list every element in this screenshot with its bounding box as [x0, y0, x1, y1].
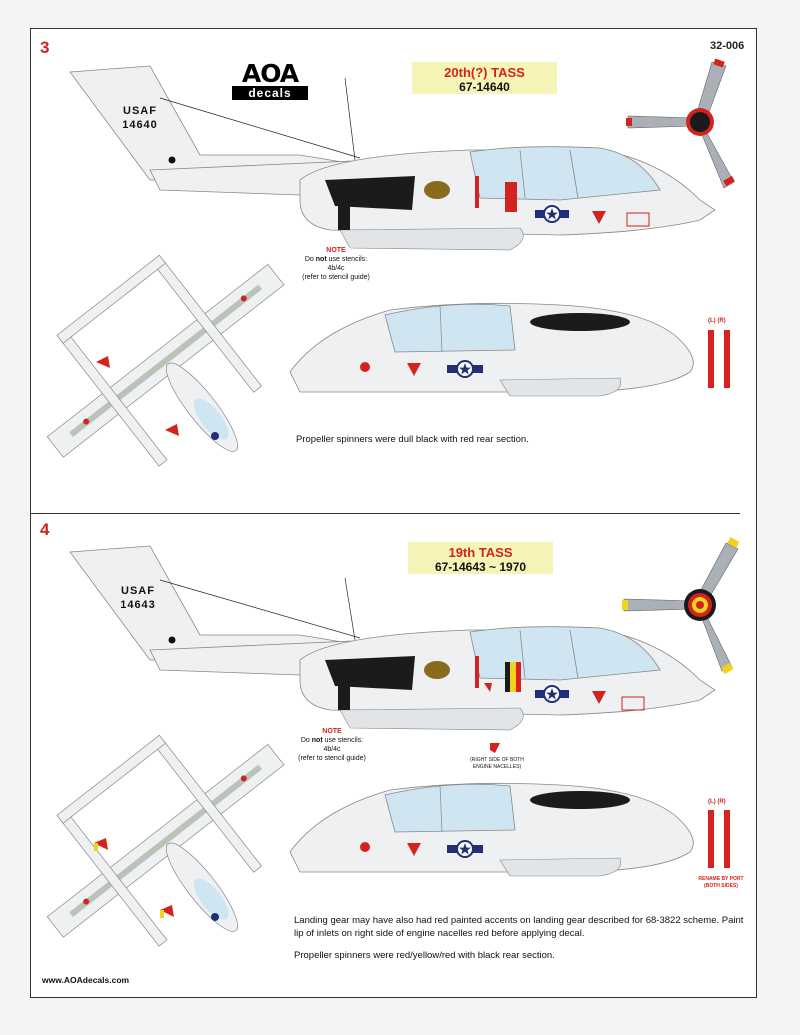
rename-label-4: RENAME BY PORT (BOTH SIDES) [690, 876, 752, 890]
scheme-3-serial: 67-14640 [459, 80, 510, 94]
nacelle-note-line1: (RIGHT SIDE OF BOTH [470, 757, 524, 763]
scheme-4-serial: 67-14643 ~ 1970 [434, 560, 527, 574]
scheme-4-banner: 19th TASS 67-14643 ~ 1970 [408, 542, 553, 574]
roundel-icon-3a [535, 205, 569, 223]
aoa-logo: AOA decals [232, 59, 308, 106]
nacelle-note: (RIGHT SIDE OF BOTH ENGINE NACELLES) [438, 757, 556, 771]
note-heading-4: NOTE [322, 728, 342, 735]
note-heading-3: NOTE [326, 247, 346, 254]
caption-3: Propeller spinners were dull black with … [296, 434, 529, 445]
note-line1-pre-4: Do [300, 737, 312, 744]
tail-marking-3: USAF 14640 [110, 104, 170, 132]
lr-label-3: (L) (R) [708, 318, 726, 324]
caption-4: Landing gear may have also had red paint… [294, 914, 744, 962]
note-line3-4: (refer to stencil guide) [298, 755, 366, 762]
tail-marking-4: USAF 14643 [108, 584, 168, 612]
note-line1-bold-3: not [315, 256, 327, 263]
tail-usaf-3: USAF [123, 105, 157, 117]
caption-4-line2: lip of inlets on right side of engine na… [294, 928, 585, 939]
scheme-4-number: 4 [40, 520, 50, 539]
note-line1-pre-3: Do [304, 256, 316, 263]
sheet-code: 32-006 [710, 40, 745, 52]
caption-4-line3: Propeller spinners were red/yellow/red w… [294, 950, 555, 961]
scheme-3-number: 3 [40, 38, 50, 57]
tail-usaf-4: USAF [121, 585, 155, 597]
scheme-3-unit: 20th(?) TASS [444, 65, 525, 80]
tail-number-4: 14643 [120, 599, 156, 611]
stencil-note-4: NOTE Do not use stencils: 4b/4c (refer t… [272, 727, 392, 763]
logo-text: AOA [241, 59, 299, 88]
scheme-3-banner: 20th(?) TASS 67-14640 [412, 62, 557, 94]
caption-4-line1: Landing gear may have also had red paint… [294, 915, 744, 926]
rename-line2: (BOTH SIDES) [704, 883, 738, 889]
tail-number-3: 14640 [122, 119, 158, 131]
website-url: www.AOAdecals.com [42, 975, 130, 985]
note-line1-bold-4: not [311, 737, 323, 744]
note-line1-post-3: use stencils: [326, 256, 368, 263]
nacelle-note-line2: ENGINE NACELLES) [472, 764, 522, 770]
note-line2-4: 4b/4c [323, 746, 341, 753]
note-line1-post-4: use stencils: [322, 737, 364, 744]
stencil-note-3: NOTE Do not use stencils: 4b/4c (refer t… [276, 246, 396, 282]
logo-subtext: decals [232, 86, 308, 100]
note-line3-3: (refer to stencil guide) [302, 274, 370, 281]
section-divider [30, 513, 740, 514]
scheme-4-unit: 19th TASS [448, 545, 513, 560]
lr-label-4: (L) (R) [708, 799, 726, 805]
rename-line1: RENAME BY PORT [698, 876, 744, 882]
note-line2-3: 4b/4c [327, 265, 345, 272]
